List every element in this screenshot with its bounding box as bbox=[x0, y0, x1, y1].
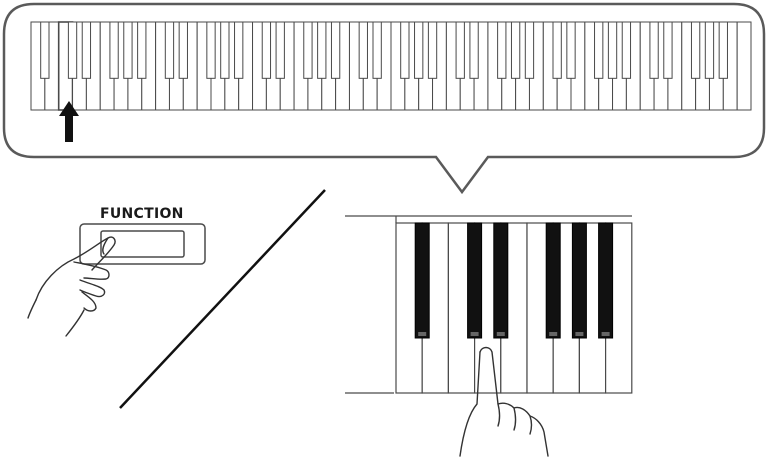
function-button-label: FUNCTION bbox=[100, 206, 184, 222]
overview-black-key bbox=[164, 21, 175, 79]
overview-black-key bbox=[40, 21, 50, 79]
overview-black-key bbox=[427, 21, 438, 79]
overview-black-key bbox=[317, 21, 327, 79]
overview-black-key bbox=[649, 21, 659, 79]
overview-black-key bbox=[123, 21, 133, 79]
detail-black-key bbox=[571, 222, 587, 339]
overview-black-key bbox=[704, 21, 715, 79]
detail-black-key-highlight bbox=[470, 332, 479, 336]
detail-black-keys bbox=[414, 222, 614, 339]
overview-black-key bbox=[234, 21, 244, 79]
separator-line bbox=[119, 189, 326, 409]
up-arrow-icon bbox=[59, 101, 79, 142]
detail-black-key bbox=[493, 222, 509, 339]
overview-black-key bbox=[524, 21, 535, 79]
detail-black-key-highlight bbox=[601, 332, 610, 336]
overview-black-key bbox=[261, 21, 272, 79]
overview-black-key bbox=[67, 21, 78, 79]
overview-black-key bbox=[594, 21, 604, 79]
overview-black-key bbox=[469, 21, 479, 79]
overview-black-key bbox=[455, 21, 465, 79]
detail-white-keys bbox=[395, 222, 633, 394]
pointing-hand-icon bbox=[459, 346, 549, 457]
keyboard-detail bbox=[345, 215, 633, 394]
overview-black-key bbox=[663, 21, 673, 79]
overview-black-key bbox=[109, 21, 119, 79]
overview-black-key bbox=[414, 21, 424, 79]
overview-black-key bbox=[178, 21, 188, 79]
function-button-illustration bbox=[79, 223, 206, 265]
detail-black-key-highlight bbox=[549, 332, 558, 336]
keyboard-callout bbox=[2, 2, 766, 195]
detail-black-key bbox=[467, 222, 483, 339]
overview-black-key bbox=[497, 21, 507, 79]
overview-black-key bbox=[690, 21, 701, 79]
detail-black-key-highlight bbox=[575, 332, 584, 336]
detail-black-key bbox=[414, 222, 430, 339]
overview-black-key bbox=[621, 21, 632, 79]
overview-black-key bbox=[303, 21, 313, 79]
detail-black-key bbox=[598, 222, 614, 339]
overview-black-key bbox=[137, 21, 147, 79]
overview-black-key bbox=[275, 21, 285, 79]
overview-black-key bbox=[372, 21, 382, 79]
detail-black-key-highlight bbox=[418, 332, 427, 336]
overview-black-key bbox=[566, 21, 576, 79]
overview-black-key bbox=[206, 21, 216, 79]
overview-black-key bbox=[552, 21, 562, 79]
detail-black-key-highlight bbox=[496, 332, 505, 336]
overview-black-key bbox=[220, 21, 230, 79]
overview-white-key bbox=[736, 21, 752, 111]
overview-black-key bbox=[510, 21, 521, 79]
overview-black-keys bbox=[40, 21, 728, 79]
overview-black-key bbox=[718, 21, 728, 79]
detail-black-key bbox=[545, 222, 561, 339]
overview-black-key bbox=[607, 21, 618, 79]
overview-black-key bbox=[358, 21, 368, 79]
overview-black-key bbox=[400, 21, 410, 79]
overview-black-key bbox=[81, 21, 92, 79]
pressing-hand-icon bbox=[27, 236, 116, 337]
overview-black-key bbox=[330, 21, 341, 79]
function-button[interactable] bbox=[100, 230, 185, 258]
